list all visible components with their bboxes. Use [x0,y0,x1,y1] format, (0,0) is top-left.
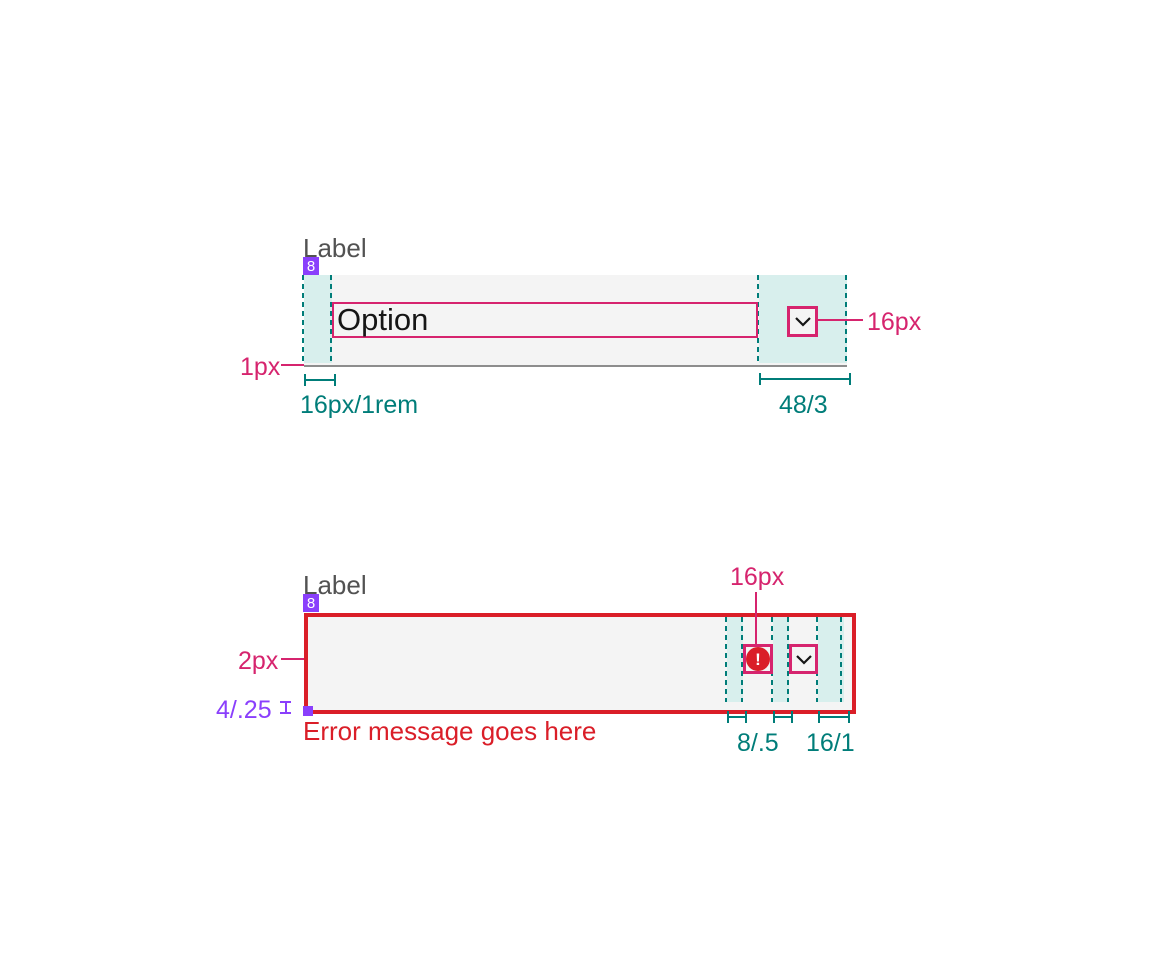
selected-option-text: Option [337,302,429,337]
chevron-down-icon [794,316,812,327]
selected-option-box[interactable]: Option [332,302,758,338]
annotation-border-width: 1px [240,353,281,381]
annotation-error-text-gap: 4/.25 [216,696,272,724]
icon-gap-highlight [727,617,743,702]
error-icon-glyph: ! [755,649,761,669]
annotation-error-icon-size: 16px [730,563,785,591]
dashed-guide [840,617,842,702]
left-padding-highlight [304,275,332,363]
dashed-guide [787,617,789,702]
annotation-error-border-width: 2px [238,647,279,675]
measure-bracket [304,374,336,386]
right-padding-highlight [818,617,844,702]
measure-line [818,319,863,321]
annotation-icon-size: 16px [867,308,922,336]
error-message: Error message goes here [303,716,597,746]
error-icon-box: ! [743,644,773,674]
dashed-guide [302,275,304,365]
annotation-icon-area-width: 48/3 [779,391,828,419]
annotation-padding-right: 16/1 [806,729,855,757]
measure-bracket [818,711,850,723]
measure-bracket [759,373,851,385]
dropdown-chevron-button[interactable] [787,306,818,337]
spacing-token-badge: 8 [303,257,319,275]
chevron-down-icon [795,654,813,665]
dashed-guide [330,275,332,365]
measure-bracket [773,711,793,723]
warning-filled-icon: ! [746,647,770,671]
annotation-padding-left: 16px/1rem [300,391,419,419]
dashed-guide [757,275,759,365]
gap-highlight-square [303,706,313,716]
measure-line [281,658,304,660]
spacing-token-badge: 8 [303,594,319,612]
vertical-measure-marker [280,701,291,714]
measure-bracket [727,711,747,723]
dashed-guide [741,617,743,702]
dropdown-chevron-button[interactable] [789,644,818,674]
dashed-guide [725,617,727,702]
icon-gap-highlight [773,617,789,702]
annotation-icon-gap: 8/.5 [737,729,779,757]
measure-line [281,364,304,366]
measure-line [755,592,757,645]
